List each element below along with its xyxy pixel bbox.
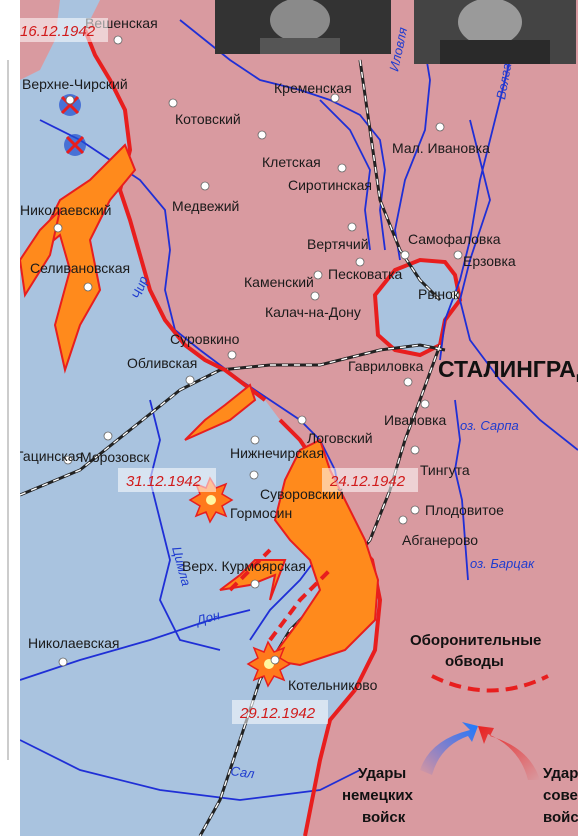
lake-bartsak-label: оз. Барцак xyxy=(470,556,535,571)
town-markers xyxy=(53,35,463,667)
legend: Оборонительные обводы Удары немецких вой… xyxy=(342,632,578,826)
place-nikolaevsky: Николаевский xyxy=(20,202,111,218)
place-peskovatka: Песковатка xyxy=(328,266,403,282)
cross-circle-icon xyxy=(59,94,86,156)
date-label-1: 16.12.1942 xyxy=(18,18,108,42)
svg-text:29.12.1942: 29.12.1942 xyxy=(239,705,316,722)
svg-text:31.12.1942: 31.12.1942 xyxy=(126,473,202,490)
legend-defense-label-1: Оборонительные xyxy=(410,632,541,649)
legend-german-arrow xyxy=(420,722,478,775)
place-tinguta: Тингута xyxy=(420,462,470,478)
place-nizhnechirskaya: Нижнечирская xyxy=(230,445,324,461)
place-verkhne-chirsky: Верхне-Чирский xyxy=(22,76,128,92)
railways-dash xyxy=(19,59,446,836)
place-nikolaevskaya: Николаевская xyxy=(28,635,120,651)
date-label-4: 29.12.1942 xyxy=(232,700,328,724)
place-logovsky: Логовский xyxy=(307,430,373,446)
explosion-icon-kotelnikovo xyxy=(246,640,292,688)
legend-defense-label-2: обводы xyxy=(445,653,504,670)
left-border xyxy=(0,0,20,836)
place-kalach: Калач-на-Дону xyxy=(265,304,361,320)
rivers xyxy=(19,0,578,801)
place-stalingrad: СТАЛИНГРАД xyxy=(438,356,578,382)
river-volga-label: Волга xyxy=(493,62,514,101)
river-don-label: Дон xyxy=(193,607,222,628)
svg-text:24.12.1942: 24.12.1942 xyxy=(329,473,406,490)
place-morozovsk: Морозовск xyxy=(80,449,150,465)
place-tatsinskaya: Тацинская xyxy=(15,448,83,464)
legend-soviet-label-2: сове xyxy=(543,787,578,804)
legend-soviet-arrow xyxy=(478,726,540,780)
legend-german-label-2: немецких xyxy=(342,787,414,804)
place-gavrilovka: Гавриловка xyxy=(348,358,424,374)
date-label-2: 31.12.1942 xyxy=(118,468,216,492)
place-plodovitoe: Плодовитое xyxy=(425,502,504,518)
legend-german-label-1: Удары xyxy=(358,765,406,782)
place-medvezhy: Медвежий xyxy=(172,198,239,214)
place-rynok: Рынок xyxy=(418,286,460,302)
legend-soviet-label-1: Удар xyxy=(543,765,578,782)
place-ivanovka: Ивановка xyxy=(384,412,447,428)
place-kamensky: Каменский xyxy=(244,274,314,290)
legend-german-label-3: войск xyxy=(362,809,406,826)
place-kotovsky: Котовский xyxy=(175,111,241,127)
place-verkh-kurmoyarskaya: Верх. Курмоярская xyxy=(182,558,306,574)
portrait-photo-left xyxy=(215,0,391,54)
place-surovkino: Суровкино xyxy=(170,331,240,347)
place-kotelnikovo: Котельниково xyxy=(288,677,378,693)
place-kremenskaya: Кременская xyxy=(274,80,352,96)
place-selivanovskaya: Селивановская xyxy=(30,260,130,276)
place-mal-ivanovka: Мал. Ивановка xyxy=(392,140,490,156)
date-label-3: 24.12.1942 xyxy=(322,468,418,492)
place-sirotinskaya: Сиротинская xyxy=(288,177,372,193)
river-chir-label: Чир xyxy=(129,274,151,301)
place-vertyachiy: Вертячий xyxy=(307,236,369,252)
defense-lines xyxy=(228,548,332,642)
kotelnikovo-thrust xyxy=(268,438,380,667)
place-oblivskaya: Обливская xyxy=(127,355,197,371)
place-samofalovka: Самофаловка xyxy=(408,231,501,247)
place-kletskaya: Клетская xyxy=(262,154,321,170)
place-abganerovo: Абганерово xyxy=(402,532,478,548)
place-erzovka: Ерзовка xyxy=(463,253,516,269)
soviet-held-area xyxy=(85,0,578,836)
legend-soviet-label-3: войск xyxy=(543,809,578,826)
river-sal-label: Сал xyxy=(230,763,256,781)
portrait-photo-right xyxy=(414,0,576,64)
legend-defense-line xyxy=(431,674,549,693)
svg-text:16.12.1942: 16.12.1942 xyxy=(20,23,96,40)
german-strike-arrows xyxy=(18,143,380,667)
lake-sarpa-label: оз. Сарпа xyxy=(460,418,519,433)
place-germosin: Гормосин xyxy=(230,505,292,521)
